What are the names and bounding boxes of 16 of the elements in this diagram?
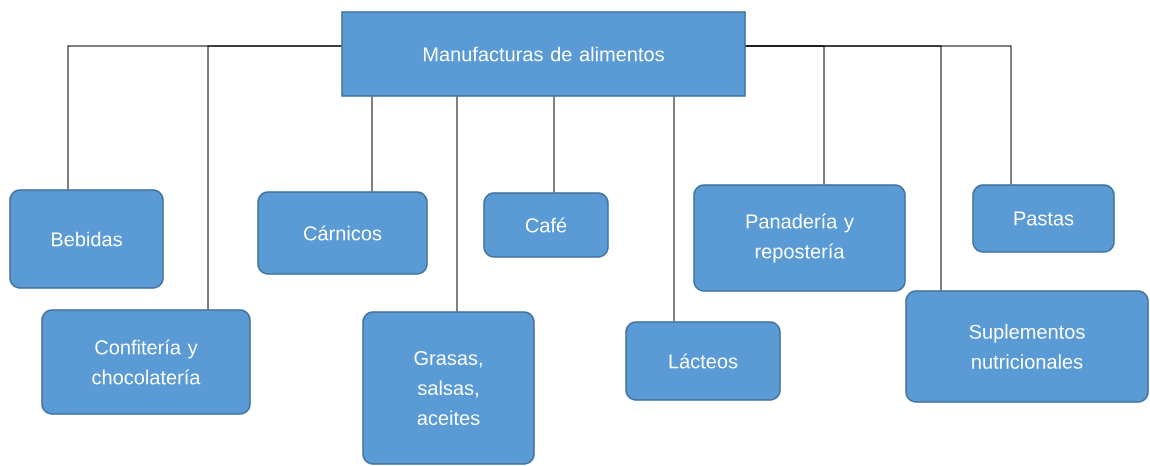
category-box: Grasas, salsas, aceites xyxy=(362,311,535,465)
connector-line xyxy=(745,45,1012,185)
category-box: Lácteos xyxy=(625,321,781,401)
category-box: Cárnicos xyxy=(257,191,428,275)
category-box: Café xyxy=(483,192,609,258)
category-box: Confitería y chocolatería xyxy=(41,309,251,415)
category-box: Bebidas xyxy=(9,189,164,289)
category-box: Pastas xyxy=(972,184,1115,253)
root-box: Manufacturas de alimentos xyxy=(341,11,746,97)
connector-line xyxy=(371,96,373,192)
category-box: Suplementos nutricionales xyxy=(905,290,1149,403)
connector-line xyxy=(673,96,675,322)
connector-line xyxy=(207,45,342,310)
category-box: Panadería y repostería xyxy=(693,184,906,292)
connector-line xyxy=(553,96,555,193)
connector-line xyxy=(456,96,458,312)
